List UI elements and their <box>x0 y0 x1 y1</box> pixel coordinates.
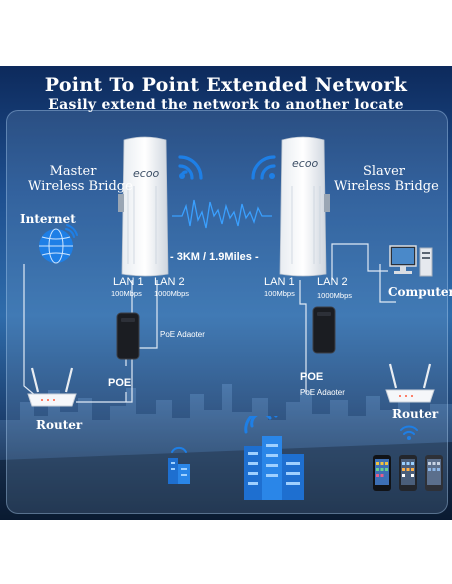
router-icon <box>385 363 435 403</box>
left-poe-adapter-label: PoE Adaoter <box>160 330 205 339</box>
signal-waveform <box>172 199 272 229</box>
city-skyline-background <box>0 384 452 520</box>
slaver-lan2-label: LAN 2 <box>317 276 348 288</box>
line-slaver-lan1-to-poe <box>299 280 307 366</box>
internet-label: Internet <box>20 212 76 226</box>
slaver-brand-logo: ecoo <box>292 157 319 170</box>
connection-lines <box>23 199 396 403</box>
left-router-label: Router <box>36 418 83 432</box>
slaver-lan1-speed: 100Mbps <box>264 289 295 298</box>
master-lan1-label: LAN 1 <box>113 276 144 288</box>
smartphone-icon <box>425 455 443 491</box>
slaver-label-line2: Wireless Bridge <box>334 179 439 194</box>
wifi-icon <box>251 155 276 180</box>
master-lan1-speed: 100Mbps <box>111 289 142 298</box>
slaver-label: Slaver Wireless Bridge <box>334 164 439 194</box>
master-label-line1: Master <box>49 164 97 179</box>
diagram-subtitle: Easily extend the network to another loc… <box>48 97 404 113</box>
diagram-title: Point To Point Extended Network <box>44 74 408 96</box>
master-lan2-label: LAN 2 <box>154 276 185 288</box>
right-poe-adapter-label: PoE Adaoter <box>300 388 345 397</box>
master-lan2-speed: 1000Mbps <box>154 289 190 298</box>
right-poe-label: POE <box>300 371 324 383</box>
wifi-icon <box>178 155 203 180</box>
router-icon <box>27 367 77 407</box>
smartphone-icon <box>373 455 391 491</box>
master-label-line2: Wireless Bridge <box>28 179 133 194</box>
globe-icon <box>39 224 78 264</box>
master-brand-logo: ecoo <box>133 167 160 180</box>
wifi-icon <box>400 425 418 440</box>
slaver-label-line1: Slaver <box>362 164 406 179</box>
slaver-bridge-device <box>279 136 330 277</box>
building-icon <box>168 446 190 484</box>
computer-label: Computer <box>388 285 452 299</box>
line-right-router <box>379 264 396 303</box>
building-icon <box>244 416 304 500</box>
content-panel <box>6 110 448 514</box>
master-label: Master Wireless Bridge <box>28 164 133 194</box>
slaver-lan1-label: LAN 1 <box>264 276 295 288</box>
poe-adapter-icon <box>312 306 336 354</box>
right-router-label: Router <box>392 407 439 421</box>
computer-icon <box>389 245 433 277</box>
smartphone-icon <box>399 455 417 491</box>
master-bridge-device <box>118 136 169 277</box>
poe-adapter-icon <box>116 312 140 360</box>
distance-label: - 3KM / 1.9Miles - <box>170 251 259 263</box>
left-poe-label: POE <box>108 377 132 389</box>
slaver-lan2-speed: 1000Mbps <box>317 291 353 300</box>
line-internet-to-router <box>23 264 37 397</box>
diagram-canvas: Point To Point Extended Network Easily e… <box>0 66 452 520</box>
line-slaver-lan2-to-computer <box>331 243 388 280</box>
